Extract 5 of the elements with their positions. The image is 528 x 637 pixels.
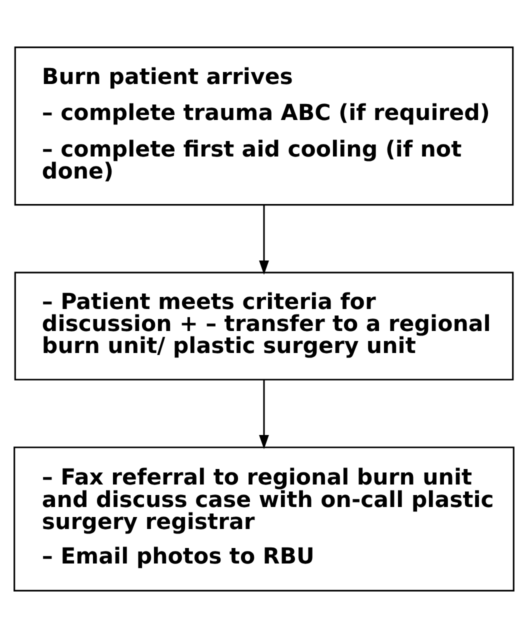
node-box: – Patient meets criteria for discussion + – transfer to a regional burn unit/ plastic surgery unit	[14, 271, 514, 380]
arrow	[259, 380, 269, 449]
node-box: – Fax referral to regional burn unit and discuss case with on-call plastic surgery registrar – Email photos to RBU	[14, 446, 514, 591]
arrow	[259, 204, 269, 274]
node-box: Burn patient arrives – complete trauma ABC (if required) – complete first aid cooling (if not done)	[14, 46, 514, 206]
